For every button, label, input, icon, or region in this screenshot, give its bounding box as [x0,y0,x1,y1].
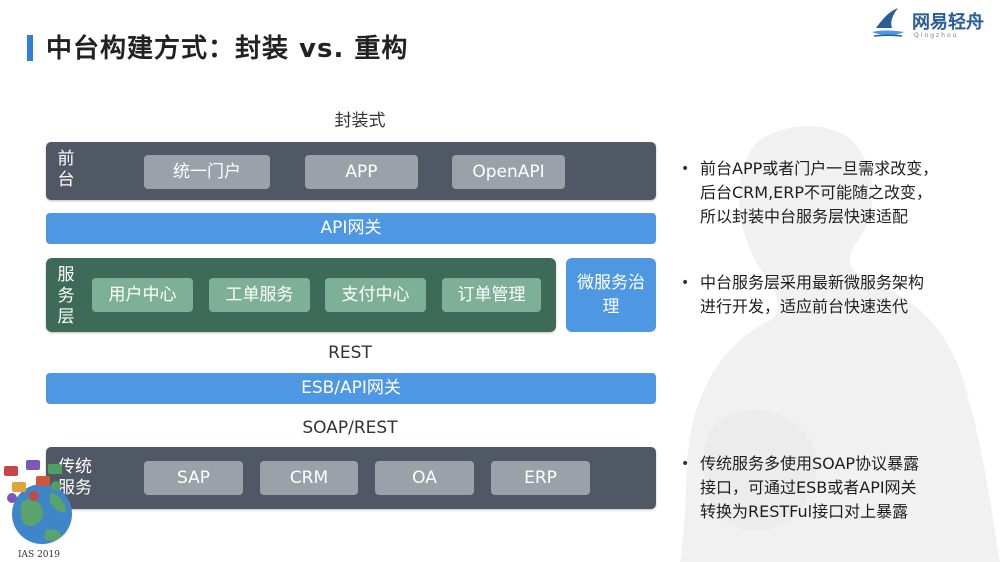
boat-logo-icon [872,8,904,37]
person-silhouette [680,126,1000,562]
brand-logo: 网易轻舟 Qingzhou [870,6,990,40]
bullet-dot-icon: • [681,161,690,177]
bullet-3-line-2: 接口，可通过ESB或者API网关 [700,478,917,497]
soap-rest-label: SOAP/REST [302,418,398,438]
diagram-heading: 封装式 [334,111,386,131]
microservice-label: 微服务治理 [577,273,645,317]
frontend-item-portal: 统一门户 [144,155,270,189]
service-item-user-center: 用户中心 [92,278,193,312]
brand-subtitle: Qingzhou [914,32,959,39]
legacy-item-erp: ERP [491,461,590,495]
bullet-dot-icon: • [681,456,690,472]
frontend-item-app: APP [305,155,418,189]
bullet-1-line-3: 所以封装中台服务层快速适配 [700,207,909,226]
legacy-services-label: 传统服务 [58,457,92,498]
bullet-3-line-3: 转换为RESTFul接口对上暴露 [700,502,909,521]
bullet-1-line-1: 前台APP或者门户一旦需求改变， [700,159,939,178]
ias-caption: IAS 2019 [18,550,60,560]
service-item-order: 订单管理 [442,278,541,312]
legacy-item-crm: CRM [260,461,358,495]
rest-label: REST [328,343,372,363]
bullet-1-line-2: 后台CRM,ERP不可能随之改变， [700,183,933,202]
legacy-item-sap: SAP [144,461,243,495]
ias-badge: IAS 2019 [0,458,80,562]
brand-name: 网易轻舟 [912,12,984,33]
bullet-1: • 前台APP或者门户一旦需求改变， 后台CRM,ERP不可能随之改变， 所以封… [681,157,939,229]
service-layer-label: 服务层 [57,265,75,327]
api-gateway-bar: API网关 [46,213,656,244]
bullet-2: • 中台服务层采用最新微服务架构 进行开发，适应前台快速迭代 [681,271,925,319]
bullet-dot-icon: • [681,275,690,291]
esb-gateway-bar: ESB/API网关 [46,373,656,404]
frontend-label: 前台 [57,149,75,190]
bullet-2-line-2: 进行开发，适应前台快速迭代 [700,297,909,316]
legacy-item-oa: OA [375,461,474,495]
bullet-3-line-1: 传统服务多使用SOAP协议暴露 [700,454,920,473]
globe-icon [4,460,72,544]
microservice-governance-box: 微服务治理 [566,258,656,332]
title-accent-bar [27,35,33,61]
service-item-payment: 支付中心 [325,278,426,312]
bullet-3: • 传统服务多使用SOAP协议暴露 接口，可通过ESB或者API网关 转换为RE… [681,452,920,524]
bullet-2-line-1: 中台服务层采用最新微服务架构 [700,273,925,292]
service-item-ticket: 工单服务 [209,278,310,312]
page-title: 中台构建方式：封装 vs. 重构 [46,34,409,64]
frontend-item-openapi: OpenAPI [452,155,565,189]
